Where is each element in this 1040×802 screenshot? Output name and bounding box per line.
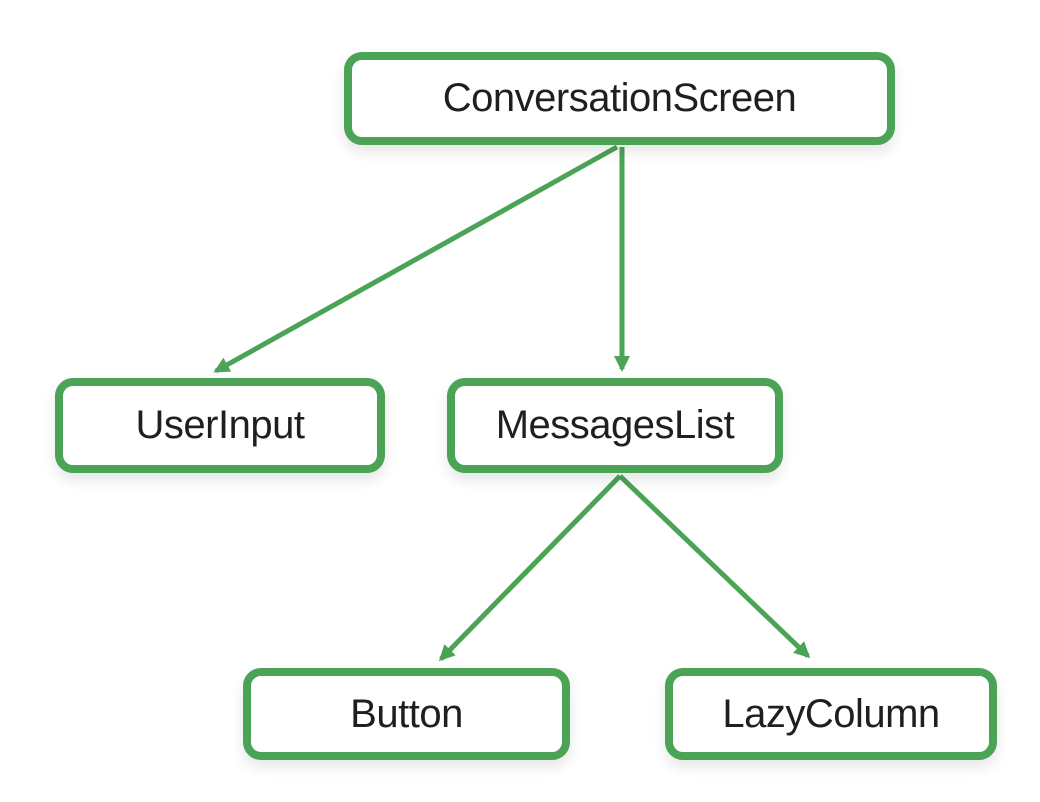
node-conversation-screen-label: ConversationScreen bbox=[442, 76, 797, 120]
node-messages-list-label: MessagesList bbox=[495, 403, 735, 447]
node-button: Button bbox=[243, 668, 570, 760]
edge-conversationscreen-userinput bbox=[213, 144, 619, 374]
node-user-input-label: UserInput bbox=[135, 403, 305, 447]
node-lazy-column: LazyColumn bbox=[665, 668, 997, 760]
edge-messageslist-button bbox=[438, 474, 622, 662]
node-button-label: Button bbox=[350, 691, 463, 736]
edge-messageslist-lazycolumn bbox=[618, 474, 811, 659]
node-messages-list: MessagesList bbox=[447, 378, 783, 473]
node-conversation-screen: ConversationScreen bbox=[344, 52, 895, 145]
node-user-input: UserInput bbox=[55, 378, 385, 473]
node-lazy-column-label: LazyColumn bbox=[722, 691, 940, 736]
